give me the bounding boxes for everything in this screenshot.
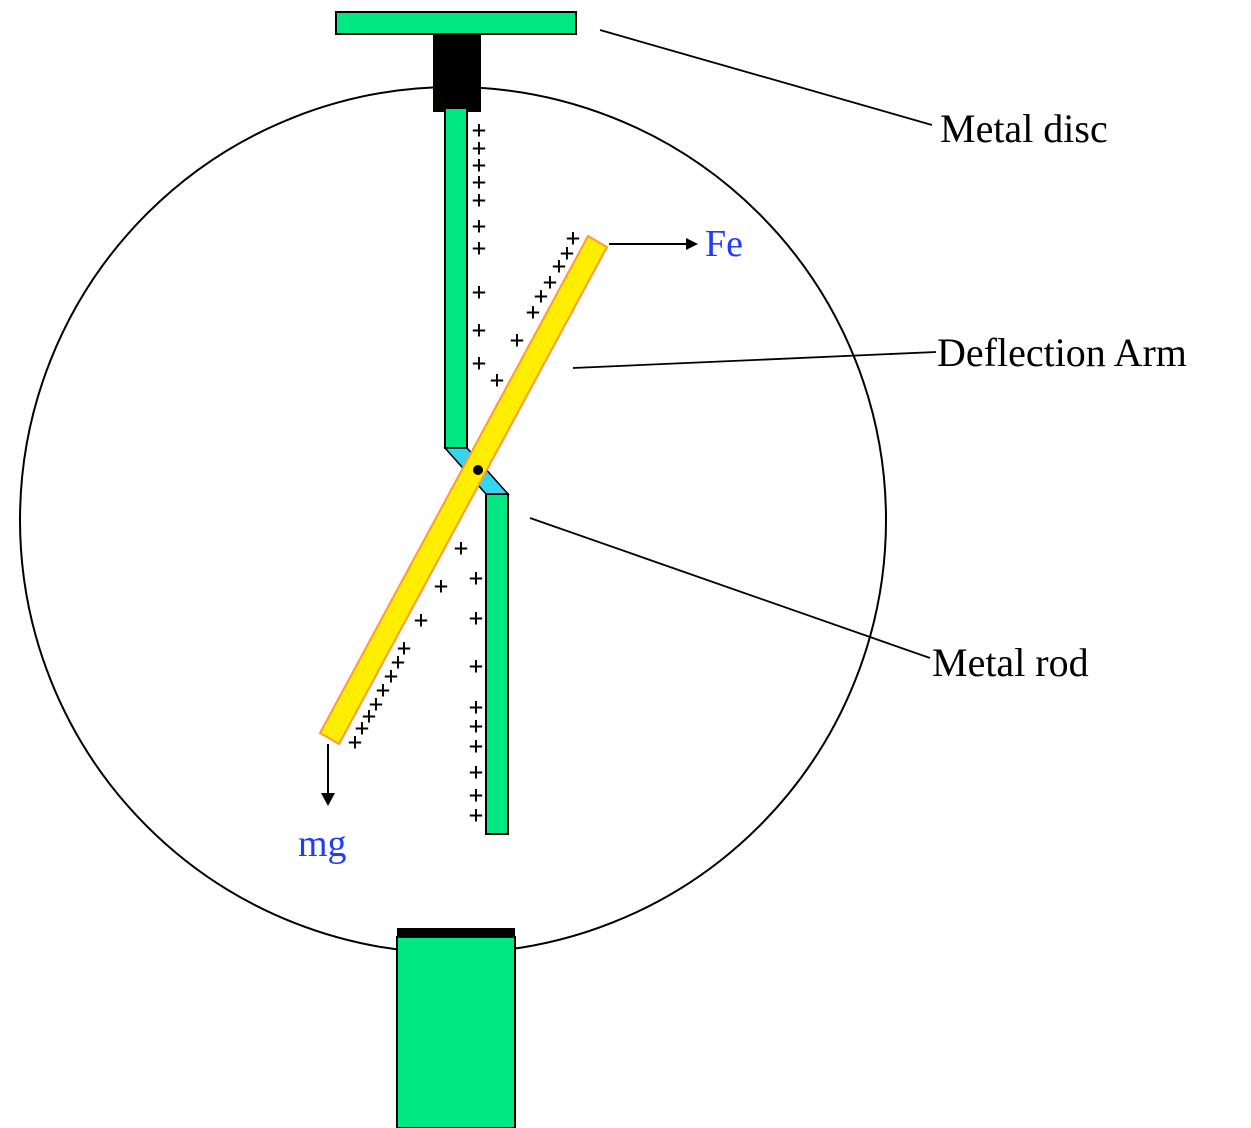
charge-plus-sign: + bbox=[526, 298, 540, 326]
charge-plus-sign: + bbox=[469, 801, 483, 829]
stand-base bbox=[396, 936, 516, 1128]
force-fe-label: Fe bbox=[705, 223, 743, 265]
charge-marks: ++++++++++++++++++++++++++++++++++++++ bbox=[348, 116, 580, 829]
charge-plus-sign: + bbox=[566, 224, 580, 252]
metal-rod-upper bbox=[444, 107, 468, 449]
charge-plus-sign: + bbox=[469, 712, 483, 740]
metal-disc-label: Metal disc bbox=[940, 106, 1108, 151]
charge-plus-sign: + bbox=[355, 714, 369, 742]
charge-plus-sign: + bbox=[560, 239, 574, 267]
charge-plus-sign: + bbox=[469, 693, 483, 721]
charge-plus-sign: + bbox=[348, 728, 362, 756]
charge-plus-sign: + bbox=[472, 116, 486, 144]
charge-plus-sign: + bbox=[397, 634, 411, 662]
charge-plus-sign: + bbox=[472, 186, 486, 214]
metal-disc-leader bbox=[599, 29, 933, 126]
charge-plus-sign: + bbox=[543, 268, 557, 296]
charge-plus-sign: + bbox=[469, 604, 483, 632]
charge-plus-sign: + bbox=[369, 690, 383, 718]
force-mg-arrowhead bbox=[321, 793, 335, 806]
charge-plus-sign: + bbox=[472, 134, 486, 162]
charge-plus-sign: + bbox=[469, 758, 483, 786]
charge-plus-sign: + bbox=[469, 781, 483, 809]
deflection-arm-leader bbox=[572, 351, 937, 369]
insulator-cap bbox=[433, 34, 481, 112]
metal-rod-lower bbox=[485, 493, 509, 835]
deflection-arm-label: Deflection Arm bbox=[937, 330, 1187, 375]
charge-plus-sign: + bbox=[534, 282, 548, 310]
charge-plus-sign: + bbox=[434, 572, 448, 600]
charge-plus-sign: + bbox=[552, 252, 566, 280]
charge-plus-sign: + bbox=[454, 534, 468, 562]
charge-plus-sign: + bbox=[472, 234, 486, 262]
charge-plus-sign: + bbox=[472, 212, 486, 240]
charge-plus-sign: + bbox=[391, 648, 405, 676]
deflection-arm bbox=[318, 234, 609, 746]
charge-plus-sign: + bbox=[469, 652, 483, 680]
charge-plus-sign: + bbox=[414, 606, 428, 634]
force-fe-arrowhead bbox=[686, 238, 698, 250]
charge-plus-sign: + bbox=[469, 732, 483, 760]
charge-plus-sign: + bbox=[490, 366, 504, 394]
metal-rod-label: Metal rod bbox=[932, 640, 1089, 685]
charge-plus-sign: + bbox=[472, 316, 486, 344]
charge-plus-sign: + bbox=[472, 349, 486, 377]
charge-plus-sign: + bbox=[472, 151, 486, 179]
pivot-point bbox=[473, 465, 483, 475]
charge-plus-sign: + bbox=[472, 278, 486, 306]
charge-plus-sign: + bbox=[362, 702, 376, 730]
charge-plus-sign: + bbox=[384, 662, 398, 690]
charge-plus-sign: + bbox=[472, 168, 486, 196]
charge-plus-sign: + bbox=[376, 676, 390, 704]
charge-plus-sign: + bbox=[510, 326, 524, 354]
charge-plus-sign: + bbox=[469, 564, 483, 592]
force-mg-label: mg bbox=[298, 823, 347, 865]
metal-rod-leader bbox=[529, 517, 931, 659]
metal-disc bbox=[335, 11, 577, 35]
